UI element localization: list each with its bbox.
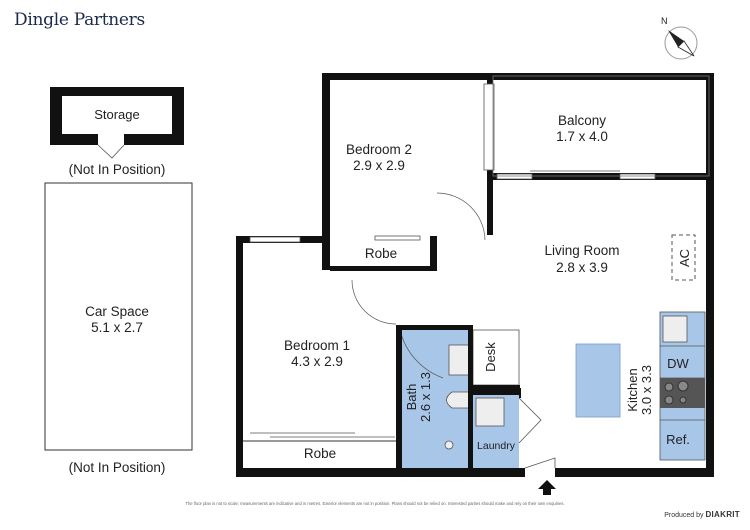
robe1-label: Robe [304,446,336,461]
bedroom2-label: Bedroom 2 [346,142,412,157]
car-space-size: 5.1 x 2.7 [91,320,143,335]
produced-by-label: Produced by [664,512,704,519]
bedroom2-door-icon [436,192,486,241]
car-space-label: Car Space [85,304,149,319]
compass-north-label: N [661,16,668,26]
fridge-label: Ref. [666,432,690,447]
windows [249,83,656,243]
living-room-label: Living Room [544,243,619,258]
kitchen-island [575,343,621,418]
storage-room: Storage [50,87,184,159]
bedroom1-size: 4.3 x 2.9 [291,354,343,369]
toilet-icon [446,391,470,409]
storage-note: (Not In Position) [69,162,166,177]
laundry-label: Laundry [477,440,516,452]
balcony-size: 1.7 x 4.0 [556,129,608,144]
laundry-door-icon [518,397,542,444]
ac-unit [671,234,696,281]
desk-label: Desk [483,342,498,372]
compass-icon: N [661,16,698,60]
kitchen-size: 3.0 x 3.3 [639,365,654,415]
shower-icon [444,440,454,450]
bedroom2-size: 2.9 x 2.9 [353,158,405,173]
brand-logo: Dingle Partners [14,10,145,30]
dishwasher-label: DW [667,356,689,371]
kitchen-sink-icon [662,315,688,343]
storage-label: Storage [94,107,140,122]
balcony-label: Balcony [558,113,606,128]
bedroom1-label: Bedroom 1 [284,338,350,353]
car-space [44,182,193,451]
laundry-tub-icon [475,397,505,427]
storage-door-icon [97,144,125,159]
ac-label: AC [677,249,692,267]
robe2-label: Robe [365,246,397,261]
bath-label: Bath [404,384,419,411]
producer-credit: Produced by DIAKRIT [664,510,740,519]
basin-icon [448,344,470,376]
desk [472,329,520,386]
living-room-size: 2.8 x 3.9 [556,260,608,275]
bath-size: 2.6 x 1.3 [418,372,433,422]
bedroom1-door-icon [351,279,397,325]
producer-logo: DIAKRIT [705,510,740,519]
disclaimer: The floor plan is not to scale; measurem… [185,501,565,506]
entry-arrow-icon [538,480,556,495]
entry-door-icon [524,457,556,469]
kitchen-label: Kitchen [625,368,640,411]
car-space-note: (Not In Position) [69,460,166,475]
